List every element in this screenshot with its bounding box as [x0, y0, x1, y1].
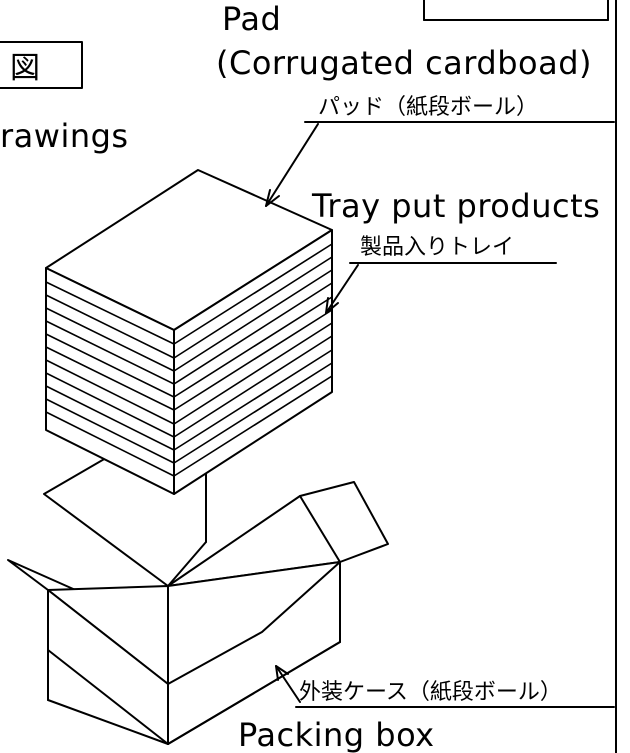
tray-stack [45, 169, 333, 495]
heading-fragment: rawings [0, 117, 129, 155]
pad-leader-arrow [265, 123, 319, 207]
box-label-en: Packing box [238, 716, 435, 753]
frame-corner [423, 0, 617, 753]
pad-label-en: Pad [222, 0, 281, 38]
tray-leader-arrow [325, 264, 359, 314]
title-box: 図 [0, 41, 83, 89]
title-box-text: 図 [10, 51, 40, 86]
tray-layers [45, 243, 333, 477]
box-label-jp: 外装ケース（紙段ボール） [299, 680, 562, 705]
pad-label-en-sub: (Corrugated cardboad) [216, 44, 592, 82]
box-leader-arrow [275, 665, 301, 703]
tray-label-jp: 製品入りトレイ [360, 235, 514, 260]
tray-label-en: Tray put products [311, 187, 600, 225]
pad-label-jp: パッド（紙段ボール） [318, 95, 538, 120]
